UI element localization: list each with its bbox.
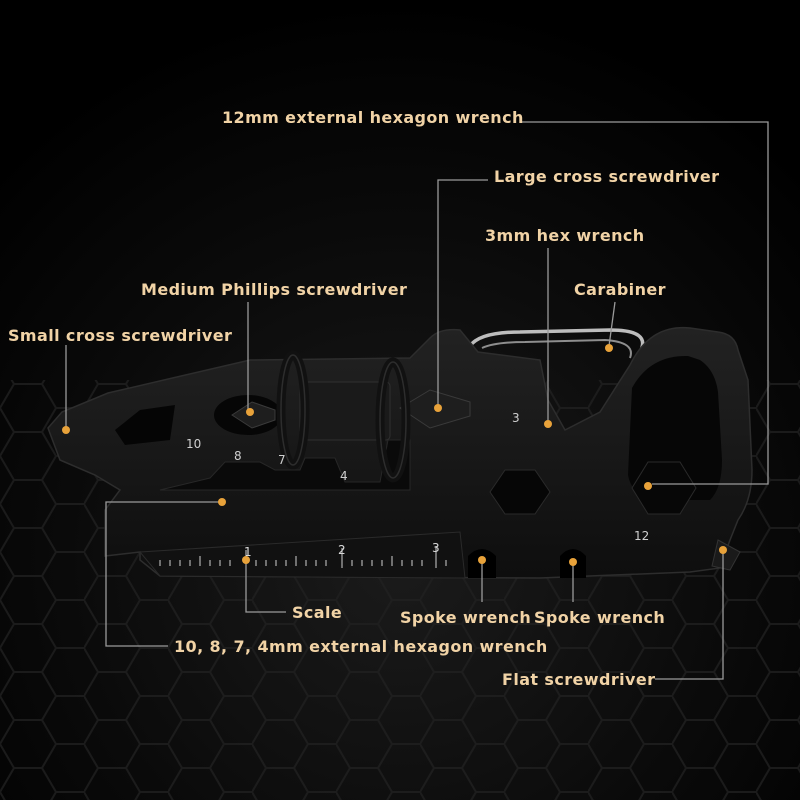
marking-12: 12 — [634, 529, 649, 543]
marking-3: 3 — [512, 411, 520, 425]
marking-7: 7 — [278, 453, 286, 467]
ruler-1: 1 — [244, 545, 252, 559]
marking-10: 10 — [186, 437, 201, 451]
ruler-3: 3 — [432, 541, 440, 555]
label-spoke-wrench-2: Spoke wrench — [534, 608, 666, 627]
scale-wedge — [138, 531, 466, 579]
flat-screwdriver-tip — [711, 539, 741, 571]
medium-bit — [231, 401, 276, 429]
carabiner-wire-inner — [481, 338, 632, 359]
band-right-edge — [379, 361, 407, 479]
marking-4: 4 — [340, 469, 348, 483]
label-medium-phillips-screwdriver: Medium Phillips screwdriver — [141, 280, 408, 299]
label-12mm-hex-wrench: 12mm external hexagon wrench — [222, 108, 524, 127]
carabiner-wire — [468, 328, 645, 373]
hex-wrench-hole — [489, 469, 551, 515]
label-spoke-wrench-1: Spoke wrench — [400, 608, 532, 627]
marking-8: 8 — [234, 449, 242, 463]
label-carabiner: Carabiner — [574, 280, 666, 299]
hex12-hole — [631, 461, 697, 515]
center-bit-block — [299, 381, 391, 441]
label-scale: Scale — [292, 603, 343, 622]
accent-dots — [62, 344, 727, 566]
ruler-2: 2 — [338, 543, 346, 557]
hex-notches — [159, 439, 411, 491]
label-multi-hex-wrench: 10, 8, 7, 4mm external hexagon wrench — [174, 637, 548, 656]
label-small-cross-screwdriver: Small cross screwdriver — [8, 326, 233, 345]
band-left-edge — [280, 354, 306, 466]
label-large-cross-screwdriver: Large cross screwdriver — [494, 167, 720, 186]
leader-lines — [65, 121, 769, 680]
label-3mm-hex-wrench: 3mm hex wrench — [485, 226, 645, 245]
triangle-cutout — [115, 405, 175, 445]
label-flat-screwdriver: Flat screwdriver — [502, 670, 656, 689]
